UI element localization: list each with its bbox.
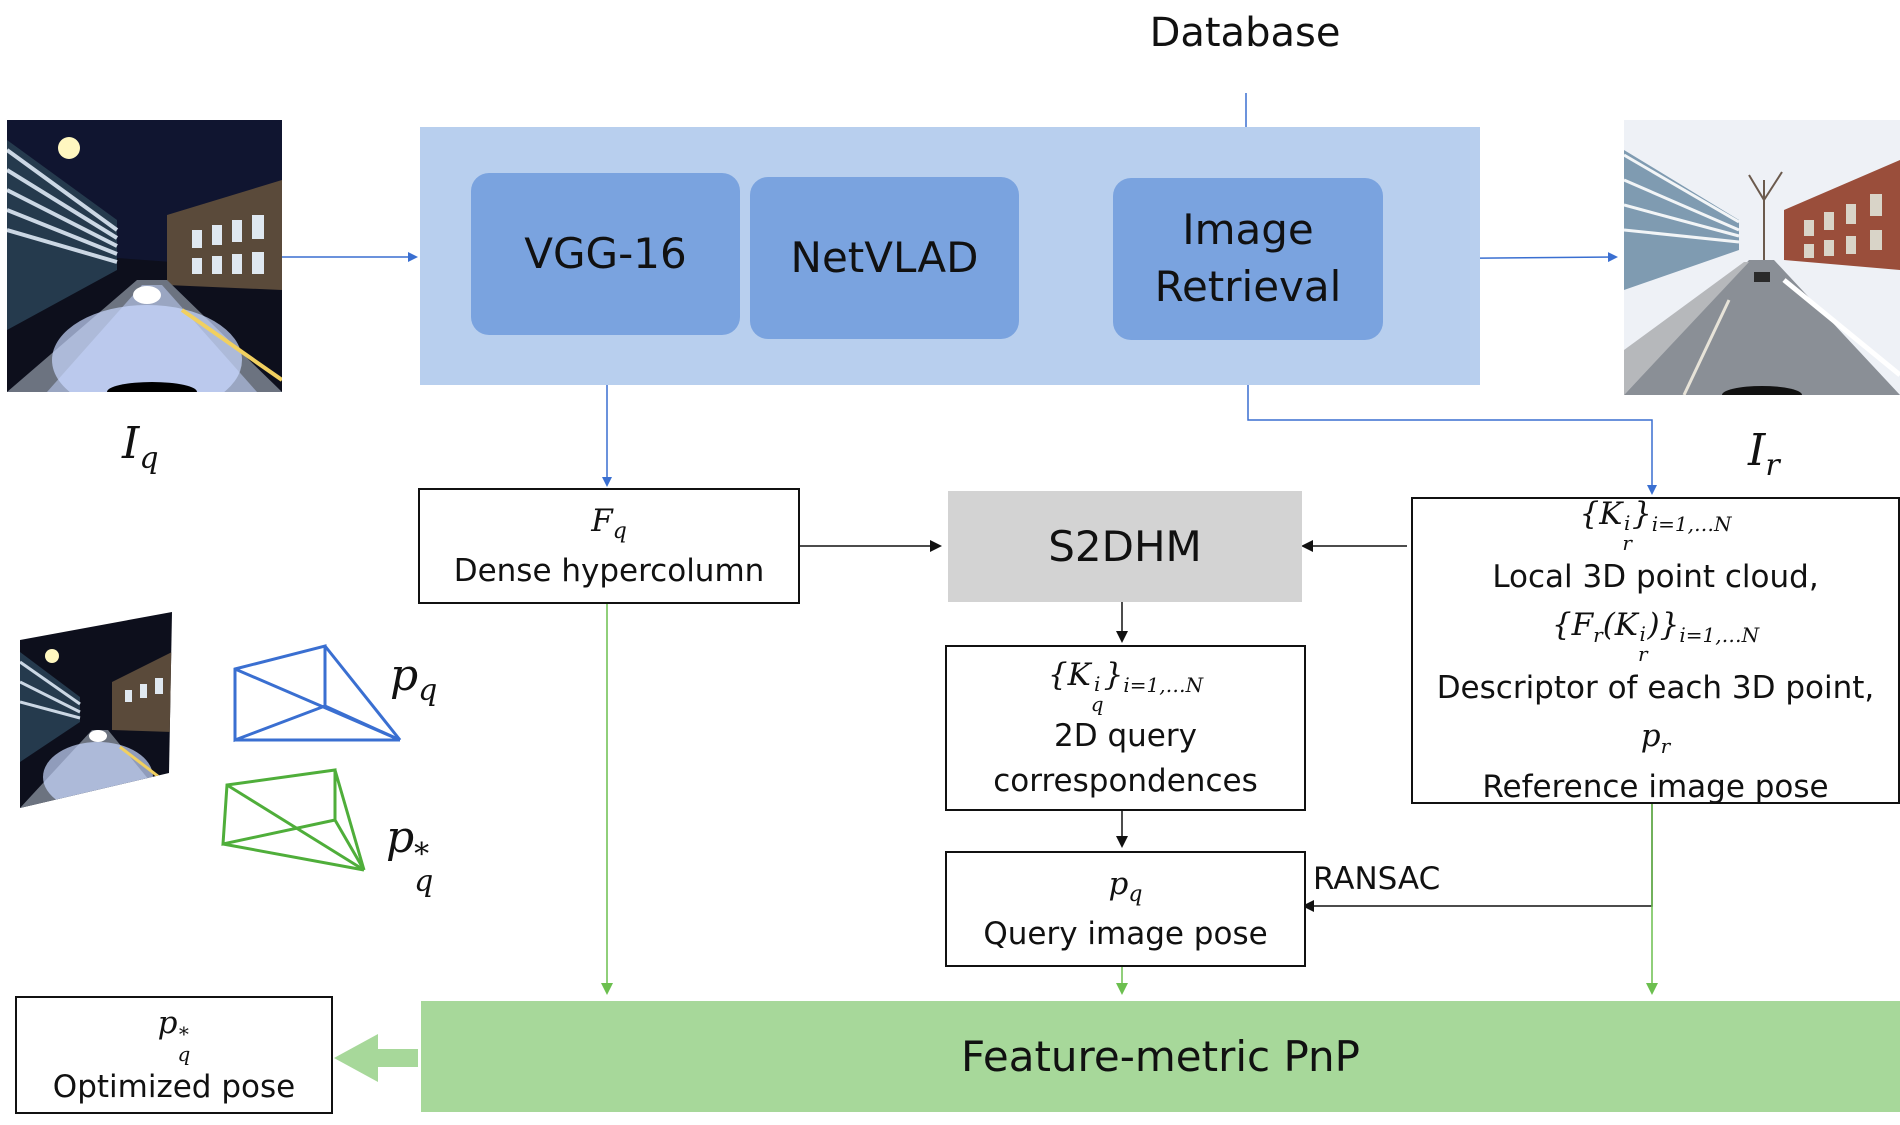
image-retrieval-line1: Image	[1182, 205, 1314, 255]
iq-symbol: Iq	[122, 418, 159, 476]
warped-query-photo	[20, 612, 172, 808]
kr-close: }	[1631, 496, 1652, 533]
fr-range: i=1,…N	[1679, 623, 1760, 648]
netvlad-node: NetVLAD	[750, 177, 1019, 339]
pq-box-sub: q	[1128, 881, 1143, 907]
fq-symbol-main: F	[591, 502, 613, 539]
reference-photo-art	[1624, 120, 1900, 395]
iq-symbol-main: I	[122, 418, 140, 469]
image-retrieval-node: Image Retrieval	[1113, 178, 1383, 340]
out-symbol: p*q	[158, 1000, 191, 1064]
ir-symbol: Ir	[1748, 425, 1780, 483]
query-photo	[7, 120, 282, 392]
pq-star-main: p	[386, 812, 415, 863]
kq-line-2d-query: 2D query	[1054, 717, 1197, 754]
ref-line-pose: Reference image pose	[1482, 768, 1829, 805]
pr-main: p	[1640, 718, 1661, 755]
s2dhm-node: S2DHM	[948, 491, 1302, 602]
fr-sup: i	[1639, 622, 1646, 647]
ref-line-point-cloud: Local 3D point cloud,	[1492, 559, 1819, 596]
ir-symbol-main: I	[1748, 425, 1766, 476]
image-retrieval-line2: Retrieval	[1154, 262, 1342, 311]
output-arrow-shaft	[372, 1049, 418, 1067]
kr-sub: r	[1622, 531, 1632, 556]
kr-open: {K	[1579, 496, 1623, 533]
output-arrow-head	[334, 1034, 378, 1082]
out-label: Optimized pose	[52, 1068, 296, 1105]
fq-symbol-sub: q	[612, 518, 627, 544]
pq-camera-sub: q	[418, 672, 438, 708]
query-pose-box: pq Query image pose	[945, 851, 1306, 967]
pq-star-camera-label: p*q	[386, 812, 434, 899]
pq-star-sub: q	[414, 864, 434, 899]
fr-mid: (K	[1602, 607, 1638, 644]
dense-hypercolumn-box: Fq Dense hypercolumn	[418, 488, 800, 604]
pq-box-symbol: pq	[1109, 861, 1143, 911]
kq-sup: i	[1094, 671, 1101, 696]
kr-range: i=1,…N	[1651, 512, 1732, 537]
fq-label: Dense hypercolumn	[453, 552, 765, 589]
ransac-label: RANSAC	[1313, 861, 1441, 897]
kr-sup: i	[1624, 511, 1631, 536]
kq-sub: q	[1090, 691, 1104, 716]
database-label: Database	[1149, 10, 1341, 56]
out-sub: q	[177, 1041, 191, 1066]
vgg16-node: VGG-16	[471, 173, 740, 335]
optimized-pose-box: p*q Optimized pose	[15, 996, 333, 1114]
fr-sub2: r	[1637, 642, 1648, 667]
warped-query-photo-art	[20, 612, 172, 808]
out-sup: *	[178, 1021, 189, 1046]
ir-symbol-sub: r	[1765, 447, 1780, 483]
query-photo-art	[7, 120, 282, 392]
pq-box-label: Query image pose	[983, 915, 1268, 952]
iq-symbol-sub: q	[139, 440, 159, 476]
kq-line-correspondences: correspondences	[993, 762, 1258, 799]
feature-metric-pnp-bar: Feature-metric PnP	[421, 1001, 1900, 1112]
pq-camera-label: pq	[390, 650, 437, 708]
pq-box-main: p	[1108, 865, 1129, 902]
fr-close: )}	[1647, 607, 1680, 644]
kq-close: }	[1103, 656, 1124, 693]
kq-range: i=1,…N	[1123, 672, 1204, 697]
fr-open: {F	[1551, 607, 1594, 644]
fr-sub: r	[1593, 623, 1603, 648]
ref-line-descriptor: Descriptor of each 3D point,	[1436, 670, 1875, 707]
pq-star-sup: *	[414, 837, 430, 872]
pr-symbol: pr	[1641, 712, 1670, 762]
out-main: p	[157, 1004, 178, 1041]
kq-open: {K	[1047, 656, 1091, 693]
reference-photo	[1624, 120, 1900, 395]
fq-symbol: Fq	[591, 498, 627, 548]
pr-sub: r	[1660, 734, 1671, 759]
pq-camera-main: p	[390, 650, 419, 701]
